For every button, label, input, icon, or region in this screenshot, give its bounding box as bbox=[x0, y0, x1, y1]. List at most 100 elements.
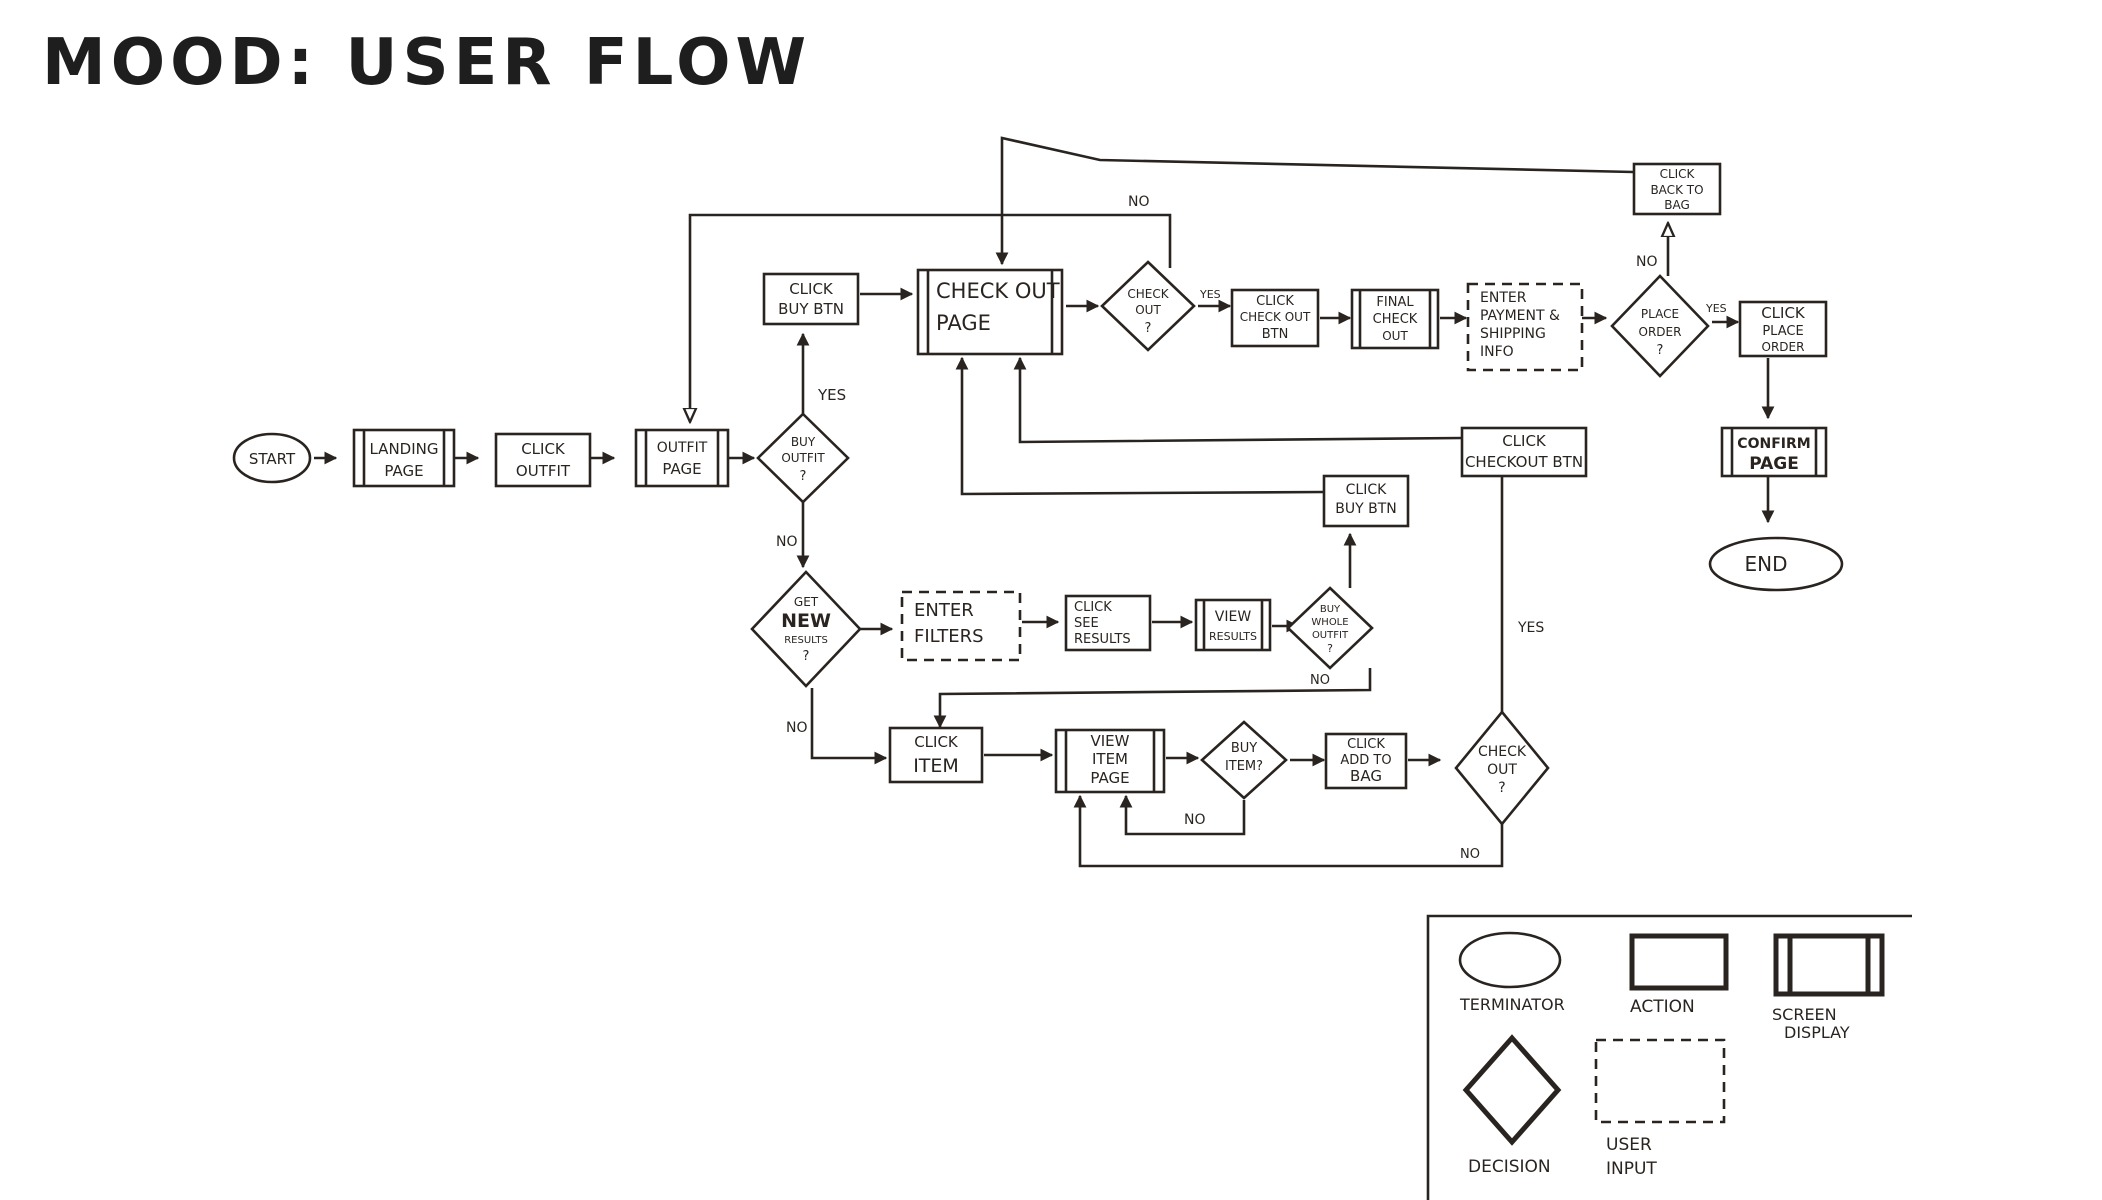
svg-text:TERMINATOR: TERMINATOR bbox=[1459, 995, 1565, 1014]
svg-text:LANDING: LANDING bbox=[369, 440, 438, 458]
svg-text:PLACE: PLACE bbox=[1762, 324, 1803, 339]
svg-text:OUTFIT: OUTFIT bbox=[1312, 630, 1349, 641]
start-terminator: START bbox=[232, 432, 312, 484]
legend-user-input: USER INPUT bbox=[1594, 1038, 1726, 1179]
edge-label-yes: YES bbox=[1517, 620, 1544, 636]
svg-text:BACK TO: BACK TO bbox=[1650, 183, 1703, 197]
svg-text:DISPLAY: DISPLAY bbox=[1784, 1023, 1850, 1042]
svg-text:?: ? bbox=[800, 469, 807, 484]
connectors bbox=[314, 136, 1775, 868]
svg-text:OUT: OUT bbox=[1135, 303, 1161, 317]
edge-label-no: NO bbox=[1184, 812, 1206, 828]
svg-text:PAGE: PAGE bbox=[936, 311, 991, 335]
buy-item-decision: BUY ITEM? bbox=[1200, 720, 1288, 800]
svg-text:OUTFIT: OUTFIT bbox=[657, 440, 708, 456]
svg-text:WHOLE: WHOLE bbox=[1311, 617, 1348, 628]
svg-text:FILTERS: FILTERS bbox=[914, 626, 984, 647]
view-results-screen: VIEW RESULTS bbox=[1194, 598, 1272, 652]
svg-text:INPUT: INPUT bbox=[1606, 1159, 1657, 1179]
svg-text:?: ? bbox=[1145, 321, 1152, 336]
svg-text:PLACE: PLACE bbox=[1641, 307, 1679, 321]
click-see-results-action: CLICK SEE RESULTS bbox=[1064, 594, 1152, 652]
svg-text:CHECK: CHECK bbox=[1478, 744, 1527, 760]
svg-text:PAGE: PAGE bbox=[1090, 769, 1129, 787]
landing-page-screen: LANDING PAGE bbox=[352, 428, 456, 488]
svg-text:OUTFIT: OUTFIT bbox=[781, 451, 825, 465]
click-item-action: CLICK ITEM bbox=[888, 726, 984, 784]
svg-text:BUY BTN: BUY BTN bbox=[1335, 501, 1396, 517]
start-label: START bbox=[249, 450, 296, 468]
svg-text:SHIPPING: SHIPPING bbox=[1480, 326, 1546, 342]
svg-text:PAGE: PAGE bbox=[662, 460, 701, 478]
svg-text:CLICK: CLICK bbox=[914, 733, 959, 751]
legend-terminator: TERMINATOR bbox=[1458, 931, 1565, 1014]
svg-text:CHECK: CHECK bbox=[1373, 312, 1418, 327]
enter-filters-input: ENTER FILTERS bbox=[900, 590, 1022, 662]
edge-label-no: NO bbox=[776, 534, 798, 550]
click-place-order-action: CLICK PLACE ORDER bbox=[1738, 300, 1828, 358]
svg-text:CLICK: CLICK bbox=[521, 440, 566, 458]
svg-text:?: ? bbox=[1657, 343, 1664, 358]
svg-text:CHECK OUT: CHECK OUT bbox=[1240, 310, 1311, 324]
svg-text:BUY BTN: BUY BTN bbox=[778, 300, 844, 318]
svg-text:ADD TO: ADD TO bbox=[1340, 753, 1391, 768]
click-check-out-btn-action: CLICK CHECK OUT BTN bbox=[1230, 288, 1320, 348]
click-checkout-btn-action: CLICK CHECKOUT BTN bbox=[1460, 426, 1588, 478]
svg-text:BAG: BAG bbox=[1350, 767, 1382, 785]
svg-text:?: ? bbox=[1498, 780, 1505, 796]
svg-text:OUT: OUT bbox=[1382, 329, 1408, 343]
svg-text:SEE: SEE bbox=[1074, 616, 1099, 631]
svg-text:OUTFIT: OUTFIT bbox=[516, 462, 571, 480]
svg-text:RESULTS: RESULTS bbox=[784, 635, 828, 646]
svg-text:SCREEN: SCREEN bbox=[1772, 1005, 1837, 1024]
legend-decision: DECISION bbox=[1462, 1034, 1562, 1177]
svg-text:CONFIRM: CONFIRM bbox=[1737, 436, 1810, 452]
svg-text:DECISION: DECISION bbox=[1468, 1157, 1551, 1177]
legend-action: ACTION bbox=[1629, 933, 1729, 1017]
svg-text:CLICK: CLICK bbox=[1660, 167, 1696, 181]
svg-text:CLICK: CLICK bbox=[1346, 482, 1387, 498]
edge-label-no: NO bbox=[1128, 194, 1150, 210]
edge-label-no: NO bbox=[786, 720, 808, 736]
svg-text:BAG: BAG bbox=[1664, 198, 1690, 212]
click-add-to-bag-action: CLICK ADD TO BAG bbox=[1324, 732, 1408, 790]
svg-text:ENTER: ENTER bbox=[1480, 290, 1527, 306]
check-out-page-screen: CHECK OUT PAGE bbox=[916, 268, 1064, 356]
svg-text:ITEM?: ITEM? bbox=[1225, 759, 1263, 774]
svg-text:?: ? bbox=[1327, 642, 1333, 655]
svg-text:CLICK: CLICK bbox=[1074, 600, 1112, 615]
legend: TERMINATOR ACTION SCREEN DISPLAY DECISIO… bbox=[1426, 914, 1912, 1200]
svg-text:CLICK: CLICK bbox=[1761, 304, 1806, 322]
svg-text:ITEM: ITEM bbox=[913, 755, 959, 777]
click-back-to-bag-action: CLICK BACK TO BAG bbox=[1632, 162, 1722, 216]
svg-text:ITEM: ITEM bbox=[1092, 750, 1128, 768]
edge-label-no: NO bbox=[1636, 254, 1658, 270]
svg-text:VIEW: VIEW bbox=[1091, 732, 1130, 750]
svg-text:CLICK: CLICK bbox=[1256, 294, 1294, 309]
svg-text:BUY: BUY bbox=[791, 435, 816, 449]
svg-text:BTN: BTN bbox=[1262, 327, 1289, 342]
svg-text:GET: GET bbox=[794, 595, 819, 609]
click-buy-btn-action-mid: CLICK BUY BTN bbox=[1322, 474, 1410, 528]
svg-text:USER: USER bbox=[1606, 1135, 1652, 1155]
buy-outfit-decision: BUY OUTFIT ? bbox=[756, 412, 850, 504]
svg-text:ORDER: ORDER bbox=[1639, 325, 1682, 339]
svg-text:CHECK OUT: CHECK OUT bbox=[936, 279, 1060, 303]
buy-whole-outfit-decision: BUY WHOLE OUTFIT ? bbox=[1286, 586, 1374, 670]
page-title: MOOD: USER FLOW bbox=[42, 26, 812, 100]
svg-text:FINAL: FINAL bbox=[1376, 295, 1414, 310]
edge-label-yes: YES bbox=[1199, 288, 1221, 301]
edge-label-no: NO bbox=[1460, 847, 1480, 862]
confirm-page-screen: CONFIRM PAGE bbox=[1720, 426, 1828, 478]
enter-payment-shipping-input: ENTER PAYMENT & SHIPPING INFO bbox=[1466, 282, 1584, 372]
svg-text:PAGE: PAGE bbox=[384, 462, 423, 480]
svg-text:CLICK: CLICK bbox=[789, 280, 834, 298]
svg-text:VIEW: VIEW bbox=[1215, 609, 1252, 625]
end-terminator: END bbox=[1708, 536, 1844, 592]
svg-text:?: ? bbox=[803, 649, 810, 664]
svg-text:ACTION: ACTION bbox=[1630, 997, 1695, 1017]
svg-text:OUT: OUT bbox=[1487, 762, 1517, 778]
svg-text:PAYMENT &: PAYMENT & bbox=[1480, 308, 1560, 324]
svg-text:CHECKOUT BTN: CHECKOUT BTN bbox=[1465, 453, 1583, 471]
